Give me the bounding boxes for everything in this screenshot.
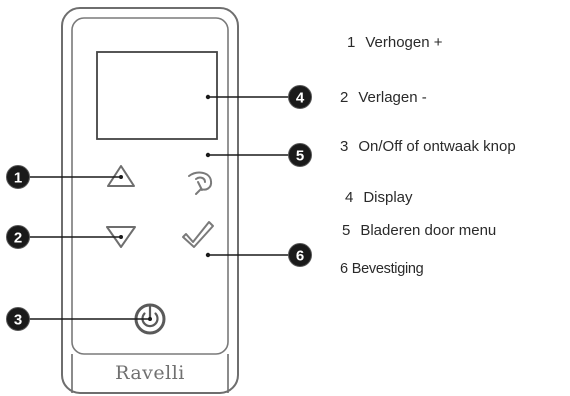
callout-5-label: 5 <box>296 148 304 165</box>
callout-6: 6 <box>288 243 312 267</box>
dot-1 <box>119 175 123 179</box>
up-button[interactable] <box>107 165 135 187</box>
menu-scroll-button[interactable] <box>188 171 213 195</box>
callout-3: 3 <box>6 307 30 331</box>
dot-4 <box>205 94 211 100</box>
confirm-button[interactable] <box>182 221 214 248</box>
checkmark-icon <box>182 221 214 248</box>
callout-2-label: 2 <box>14 230 22 247</box>
callout-3-label: 3 <box>14 312 22 329</box>
callout-2: 2 <box>6 225 30 249</box>
dot-6 <box>205 252 211 258</box>
callout-1: 1 <box>6 165 30 189</box>
dot-3 <box>148 317 152 321</box>
callout-5: 5 <box>288 143 312 167</box>
callout-4-label: 4 <box>296 90 305 107</box>
dot-2 <box>119 235 123 239</box>
callout-4: 4 <box>288 85 312 109</box>
callout-6-label: 6 <box>296 248 304 265</box>
brand-logo: Ravelli <box>115 362 185 384</box>
leader-dots <box>119 94 211 321</box>
leader-lines <box>18 96 300 320</box>
dot-5 <box>205 152 211 158</box>
display-screen <box>96 51 218 140</box>
scroll-menu-icon <box>188 171 213 195</box>
callout-1-label: 1 <box>14 170 22 187</box>
triangle-up-icon <box>107 165 135 187</box>
